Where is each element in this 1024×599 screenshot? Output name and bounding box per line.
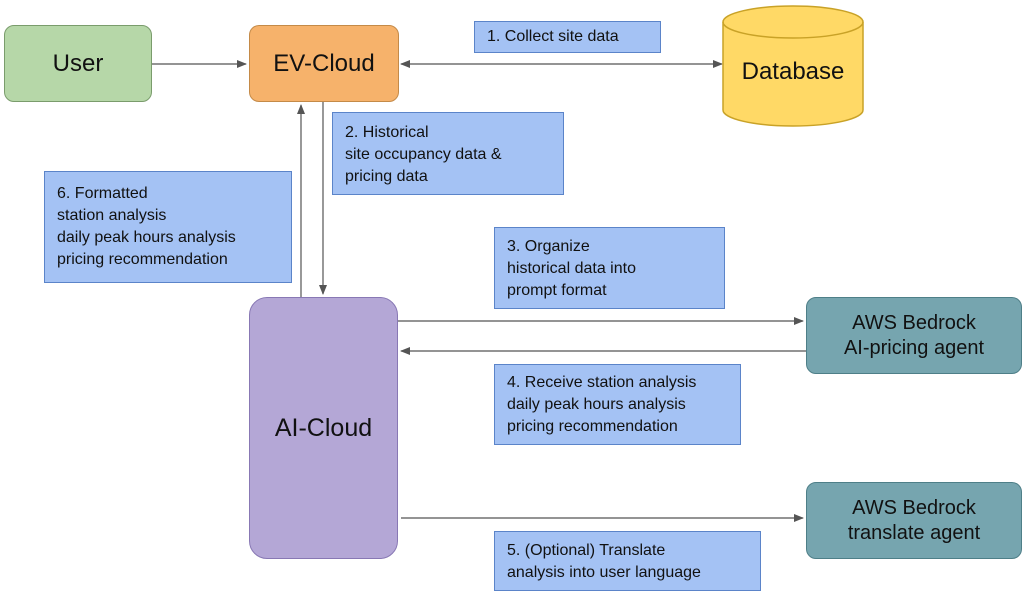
user-node: User [4, 25, 152, 102]
database-label: Database [741, 58, 845, 85]
bedrock-pricing-agent-node: AWS Bedrock AI-pricing agent [806, 297, 1022, 374]
step-4-line: 4. Receive station analysis [507, 374, 697, 391]
step-2-line: 2. Historical [345, 124, 429, 141]
bedrock-translate-title: AWS Bedrock [852, 496, 976, 519]
step-5-line: 5. (Optional) Translate [507, 542, 666, 559]
step-3-line: prompt format [507, 282, 607, 299]
bedrock-pricing-subtitle: AI-pricing agent [843, 336, 985, 359]
ev-cloud-node: EV-Cloud [249, 25, 399, 102]
step-3-note: 3. Organize historical data into prompt … [494, 227, 725, 309]
ai-cloud-label: AI-Cloud [274, 413, 373, 442]
step-4-note: 4. Receive station analysis daily peak h… [494, 364, 741, 445]
step-6-line: daily peak hours analysis [57, 229, 236, 246]
step-2-note: 2. Historical site occupancy data & pric… [332, 112, 564, 195]
ev-cloud-label: EV-Cloud [273, 49, 375, 77]
database-cylinder [722, 5, 864, 127]
step-2-line: pricing data [345, 168, 428, 185]
bedrock-translate-agent-node: AWS Bedrock translate agent [806, 482, 1022, 559]
step-6-line: station analysis [57, 207, 167, 224]
step-1-note: 1. Collect site data [474, 21, 661, 53]
step-4-line: pricing recommendation [507, 418, 678, 435]
step-6-note: 6. Formatted station analysis daily peak… [44, 171, 292, 283]
bedrock-translate-subtitle: translate agent [847, 521, 981, 544]
step-2-line: site occupancy data & [345, 146, 502, 163]
ai-cloud-node: AI-Cloud [249, 297, 398, 559]
step-3-line: historical data into [507, 260, 636, 277]
step-4-line: daily peak hours analysis [507, 396, 686, 413]
user-label: User [52, 49, 104, 77]
step-6-line: pricing recommendation [57, 251, 228, 268]
step-3-line: 3. Organize [507, 238, 590, 255]
bedrock-pricing-title: AWS Bedrock [852, 311, 976, 334]
step-6-line: 6. Formatted [57, 185, 148, 202]
step-5-line: analysis into user language [507, 564, 701, 581]
step-5-note: 5. (Optional) Translate analysis into us… [494, 531, 761, 591]
step-1-line: 1. Collect site data [487, 28, 619, 45]
